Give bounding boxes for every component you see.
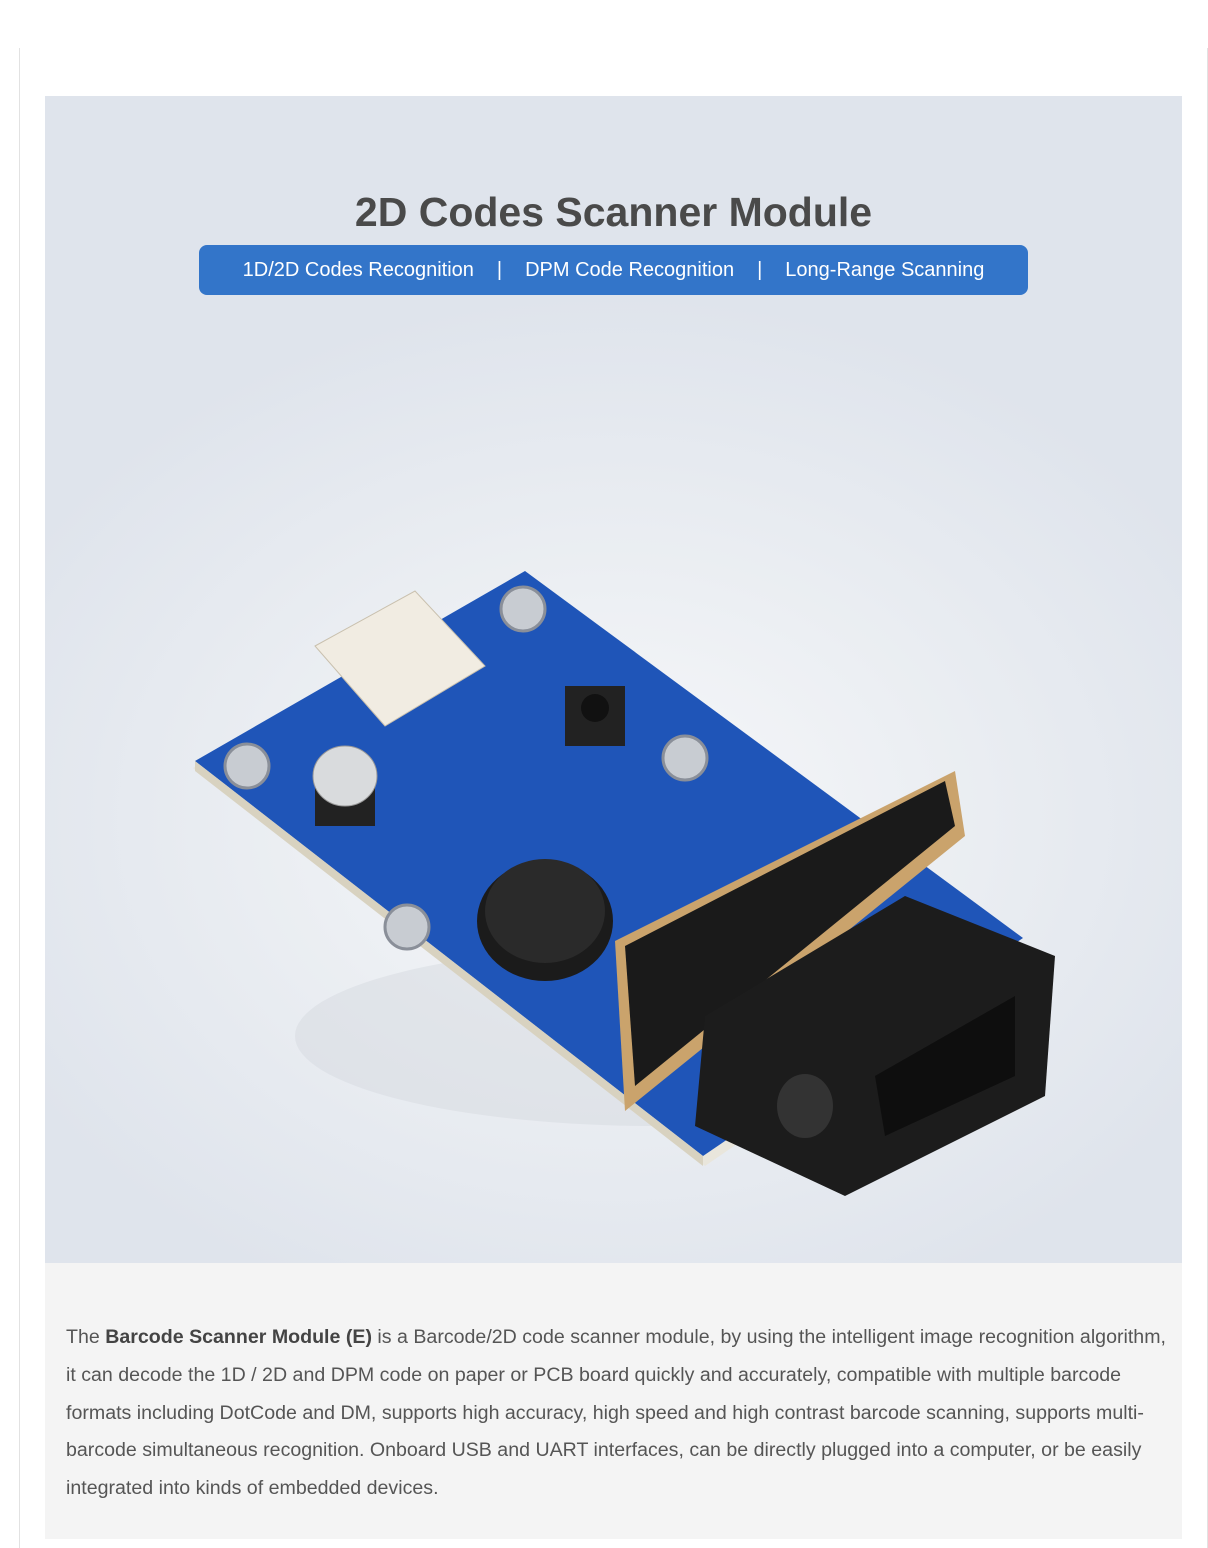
- product-description: The Barcode Scanner Module (E) is a Barc…: [66, 1319, 1166, 1508]
- description-intro: The: [66, 1326, 106, 1348]
- description-section: The Barcode Scanner Module (E) is a Barc…: [45, 1263, 1182, 1539]
- product-name: Barcode Scanner Module (E): [105, 1326, 372, 1348]
- separator: |: [757, 258, 763, 281]
- feature-label: DPM Code Recognition: [525, 258, 735, 281]
- feature-pill: 1D/2D Codes Recognition | DPM Code Recog…: [199, 245, 1028, 295]
- description-body: is a Barcode/2D code scanner module, by …: [66, 1326, 1166, 1500]
- product-image: [193, 571, 1055, 1196]
- separator: |: [496, 258, 503, 281]
- page-title: 2D Codes Scanner Module: [354, 189, 873, 236]
- feature-label: Long-Range Scanning: [785, 258, 985, 281]
- feature-label: 1D/2D Codes Recognition: [242, 258, 474, 281]
- hero-banner: 2D Codes Scanner Module 1D/2D Codes Reco…: [45, 96, 1182, 1263]
